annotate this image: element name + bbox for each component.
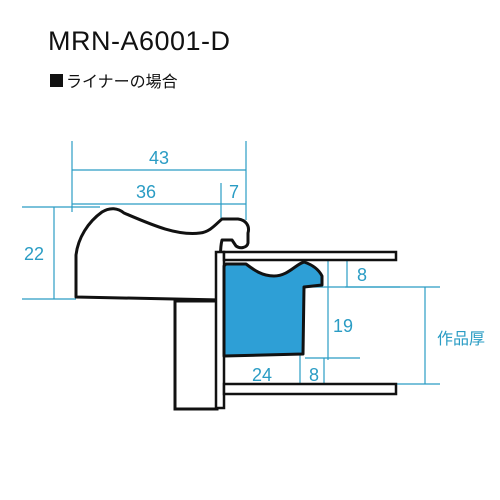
dim-frame-height: 22 bbox=[24, 244, 44, 264]
square-bullet-icon bbox=[50, 73, 63, 87]
liner-profile bbox=[222, 260, 324, 358]
dim-liner-width: 24 bbox=[252, 365, 272, 385]
frame-profile bbox=[74, 207, 250, 302]
dim-liner-lip: 8 bbox=[309, 365, 319, 385]
dim-lip-width: 7 bbox=[229, 182, 239, 202]
dim-artwork-thickness: 作品厚 bbox=[437, 329, 485, 348]
subtitle-text: ライナーの場合 bbox=[66, 72, 178, 91]
dim-frame-width: 36 bbox=[136, 182, 156, 202]
dim-liner-top: 8 bbox=[357, 265, 367, 285]
product-code-title: MRN-A6001-D bbox=[48, 26, 231, 56]
liner-case-subtitle: ライナーの場合 bbox=[50, 68, 178, 92]
dim-total-width: 43 bbox=[149, 148, 169, 168]
frame-back-strut bbox=[173, 299, 219, 411]
glass-panel bbox=[222, 250, 398, 262]
backing-board bbox=[222, 382, 398, 396]
dim-liner-height: 19 bbox=[333, 316, 353, 336]
